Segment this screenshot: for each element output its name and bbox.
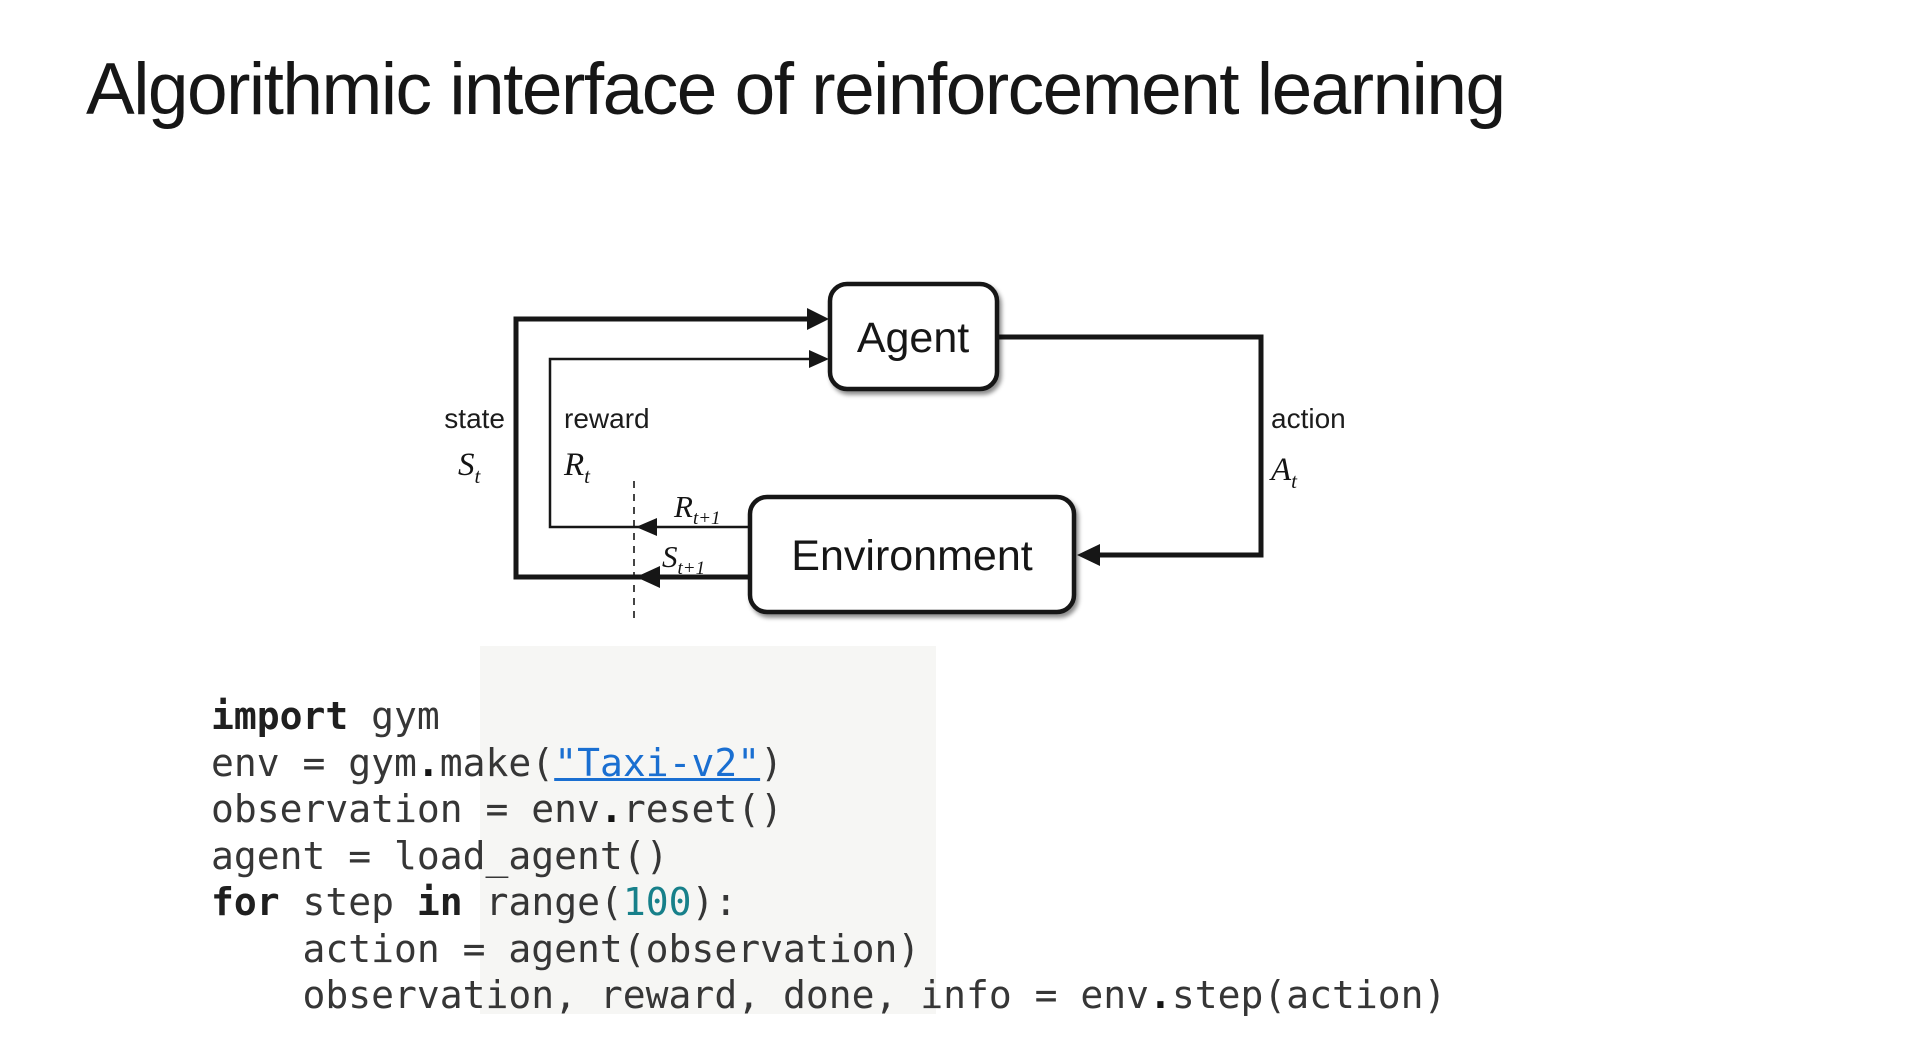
code-segment: step [279, 880, 417, 924]
agent-box-label: Agent [857, 314, 969, 362]
action-line [995, 334, 1264, 558]
code-segment: env = gym [211, 740, 417, 785]
code-segment: in [416, 880, 463, 924]
next-state-symbol: St+1 [662, 539, 705, 579]
code-segment: ) [760, 740, 783, 785]
reward-label: reward [564, 403, 650, 434]
code-line: agent = load_agent() [211, 833, 1446, 880]
code-segment: for [211, 880, 280, 924]
state-arrowhead-into-agent [807, 308, 829, 330]
code-segment: reset() [622, 787, 783, 831]
code-line: observation, reward, done, info = env.st… [211, 972, 1447, 1019]
taxi-v2-link[interactable]: "Taxi-v2" [554, 740, 761, 785]
code-segment: observation, reward, done, info = env [211, 973, 1150, 1017]
page-title: Algorithmic interface of reinforcement l… [86, 49, 1506, 130]
state-loop-line [513, 316, 812, 580]
code-segment: gym [348, 694, 440, 738]
rl-loop-diagram: Agent Environment state St reward Rt Rt+… [330, 195, 1380, 630]
code-segment: action = agent(observation) [211, 926, 921, 971]
action-label: action [1271, 403, 1346, 434]
code-segment: agent = load_agent() [211, 833, 669, 878]
code-segment: . [416, 740, 440, 785]
reward-symbol: Rt [563, 447, 591, 488]
code-segment: make( [439, 740, 555, 785]
code-line: observation = env.reset() [211, 786, 1446, 833]
agent-box [827, 281, 1000, 392]
state-symbol: St [458, 447, 482, 488]
code-segment: . [1149, 973, 1172, 1017]
code-segment: ): [691, 880, 738, 924]
code-segment: . [599, 787, 623, 831]
rl-loop-svg: Agent Environment state St reward Rt Rt+… [444, 281, 1346, 619]
code-segment: observation = env [211, 787, 600, 831]
environment-box-label: Environment [791, 532, 1032, 580]
environment-box [747, 494, 1077, 615]
code-segment: import [211, 694, 349, 738]
code-line: import gym [211, 693, 1446, 740]
state-label: state [444, 403, 505, 434]
reward-arrowhead-into-agent [809, 350, 829, 368]
code-segment: range( [462, 880, 623, 924]
code-segment: step(action) [1171, 973, 1447, 1017]
code-line: for step in range(100): [211, 879, 1446, 926]
code-background-tint [480, 646, 936, 1014]
code-line: action = agent(observation) [211, 926, 1446, 973]
code-segment: 100 [622, 880, 692, 924]
action-arrowhead-into-environment [1077, 544, 1100, 566]
code-line: env = gym.make("Taxi-v2") [211, 740, 1446, 787]
next-state-arrowhead [636, 566, 660, 588]
next-reward-arrowhead [636, 518, 657, 536]
next-reward-symbol: Rt+1 [673, 489, 721, 529]
action-symbol: At [1269, 452, 1298, 493]
